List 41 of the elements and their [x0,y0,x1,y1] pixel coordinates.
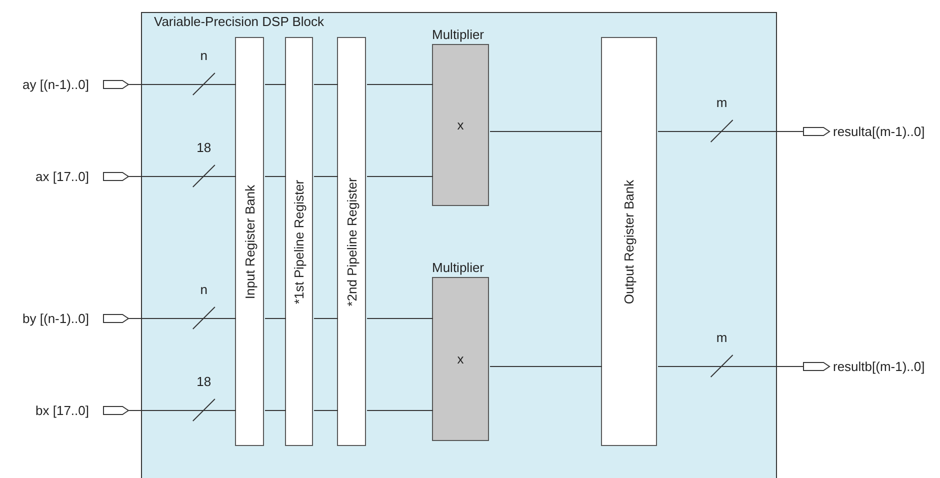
register-label: Output Register Bank [622,179,636,304]
register-label: *1st Pipeline Register [292,179,306,304]
signal-line [314,84,338,85]
port-label: ay [(n-1)..0] [22,76,89,92]
port-label: by [(n-1)..0] [22,310,89,326]
signal-line [128,84,236,85]
signal-line [366,176,434,177]
bus-width-label: n [200,282,208,297]
register-label: *2nd Pipeline Register [344,177,359,306]
signal-line [658,131,804,132]
signal-line [314,176,338,177]
signal-line [264,84,286,85]
signal-line [264,410,286,411]
signal-line [128,318,236,319]
multiply-symbol: x [457,352,464,366]
bus-width-label: m [716,95,728,110]
signal-line [128,176,236,177]
signal-line [314,318,338,319]
port-label: ax [17..0] [36,168,89,184]
signal-line [658,366,804,367]
bus-width-label: 18 [196,374,212,389]
port-label: resulta[(m-1)..0] [833,124,925,138]
signal-line [366,410,434,411]
bus-width-label: n [200,48,208,63]
multiply-symbol: x [457,118,464,132]
signal-line [264,318,286,319]
signal-line [264,176,286,177]
register-label: Input Register Bank [242,184,257,299]
port-label: bx [17..0] [36,402,89,418]
signal-line [490,366,602,367]
signal-line [128,410,236,411]
signal-line [314,410,338,411]
signal-line [366,318,434,319]
block-title: Variable-Precision DSP Block [154,14,324,29]
bus-width-label: 18 [196,140,212,155]
multiplier-heading: Multiplier [432,27,484,42]
multiplier-heading: Multiplier [432,260,484,275]
signal-line [490,131,602,132]
bus-width-label: m [716,330,728,345]
port-label: resultb[(m-1)..0] [833,358,925,374]
signal-line [366,84,434,85]
